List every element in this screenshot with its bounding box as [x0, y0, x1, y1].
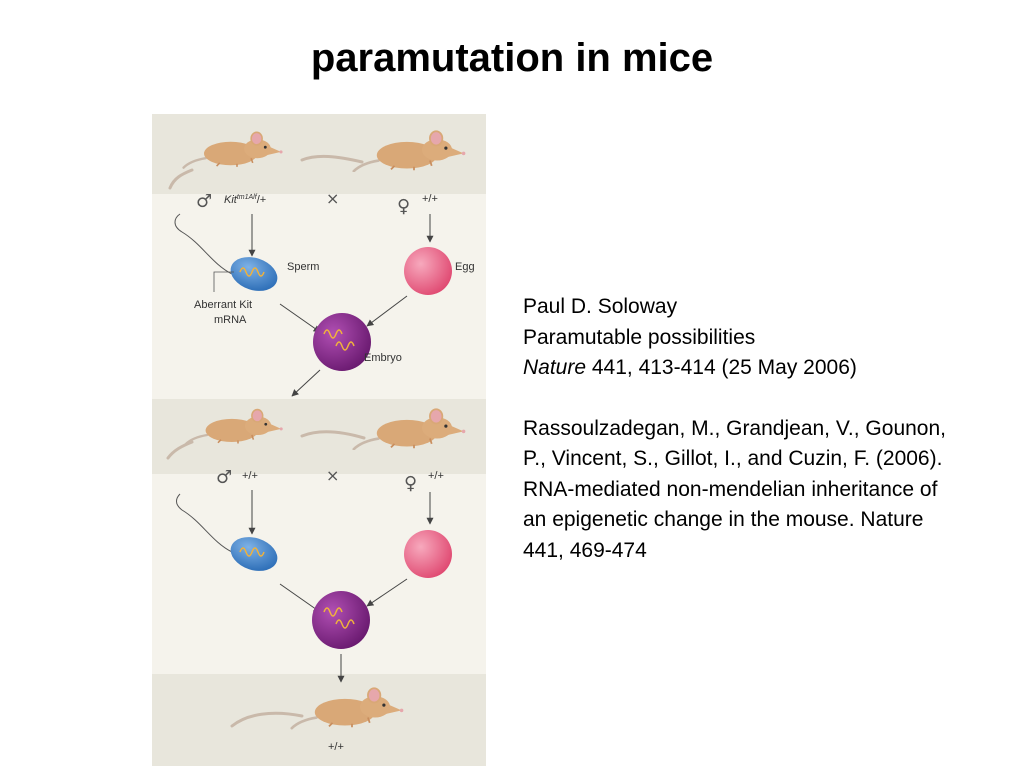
offspring-mouse	[230, 686, 405, 730]
paramutation-figure: ♂ Kittm1Alf/+ × ♀ +/+ Sperm Aberrant Kit…	[152, 114, 486, 766]
ref2-text: Rassoulzadegan, M., Grandjean, V., Gouno…	[523, 416, 946, 562]
embryo-gen1	[313, 313, 371, 371]
embryo-label: Embryo	[364, 352, 402, 364]
sperm-label: Sperm	[287, 261, 319, 273]
egg-label: Egg	[455, 261, 475, 273]
references: Paul D. Soloway Paramutable possibilitie…	[523, 292, 963, 566]
female-mouse-gen2	[300, 407, 467, 450]
male-mouse-gen1	[168, 130, 285, 190]
ref1-title: Paramutable possibilities	[523, 325, 756, 349]
slide-title: paramutation in mice	[310, 36, 714, 80]
male-genotype-gen2: +/+	[242, 470, 258, 482]
arrow-sperm-to-embryo	[279, 303, 321, 333]
band-f2	[152, 674, 486, 766]
female-genotype-gen1: +/+	[422, 193, 438, 205]
sperm-gen1	[174, 213, 278, 291]
offspring-genotype: +/+	[328, 741, 344, 753]
aberrant-pointer	[213, 271, 234, 292]
female-symbol-gen1: ♀	[397, 196, 410, 217]
ref1-journal: Nature	[523, 356, 587, 379]
cross-symbol-gen2: ×	[326, 466, 339, 485]
female-symbol-gen2: ♀	[404, 473, 417, 494]
female-mouse-gen1	[300, 129, 467, 172]
ref1-author: Paul D. Soloway	[523, 295, 678, 318]
cross-symbol-gen1: ×	[326, 189, 339, 208]
arrow-sperm-to-embryo-gen2	[279, 583, 321, 613]
arrow-egg-to-embryo-gen2	[366, 578, 408, 607]
embryo-gen2	[312, 591, 370, 649]
sperm-gen2	[176, 493, 278, 571]
male-genotype-gen1: Kittm1Alf/+	[224, 194, 266, 206]
ref1-detail: 441, 413-414 (25 May 2006)	[586, 356, 857, 379]
male-symbol-gen1: ♂	[196, 191, 212, 212]
arrow-embryo-to-f1	[291, 369, 321, 397]
aberrant-label-line2: mRNA	[214, 314, 247, 326]
male-symbol-gen2: ♂	[216, 467, 232, 488]
female-genotype-gen2: +/+	[428, 470, 444, 482]
aberrant-label-line1: Aberrant Kit	[194, 299, 252, 311]
egg-gen2	[404, 530, 452, 578]
ref1-citation: Nature 441, 413-414 (25 May 2006)	[523, 353, 963, 384]
arrow-egg-to-embryo	[366, 295, 408, 327]
male-mouse-gen2	[166, 408, 285, 460]
egg-gen1	[404, 247, 452, 295]
